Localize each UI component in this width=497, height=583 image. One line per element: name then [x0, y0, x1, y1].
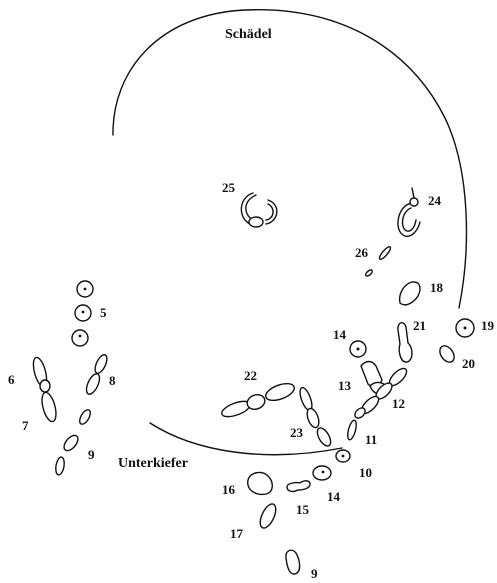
mandible-label: Unterkiefer: [118, 456, 188, 471]
label-24: 24: [428, 193, 442, 208]
label-9-left: 9: [88, 447, 95, 462]
label-10: 10: [359, 465, 372, 480]
object-10-hole: [342, 455, 345, 458]
label-5: 5: [100, 305, 107, 320]
object-9-left-chain: [54, 408, 92, 475]
object-17: [257, 502, 279, 531]
object-6-7-chain: [31, 356, 59, 423]
object-14-upper-hole: [357, 348, 360, 351]
label-18: 18: [430, 280, 444, 295]
object-22-chain: [220, 380, 297, 419]
object-8-chain: [84, 353, 109, 396]
label-8: 8: [109, 373, 116, 388]
object-12-chain: [353, 366, 409, 420]
label-14-lower: 14: [327, 489, 341, 504]
label-25: 25: [222, 180, 236, 195]
object-20: [437, 343, 457, 365]
object-11: [346, 419, 358, 440]
label-23: 23: [290, 425, 304, 440]
object-26: [365, 245, 392, 277]
label-21: 21: [413, 318, 426, 333]
object-15: [287, 481, 310, 492]
label-9-bottom: 9: [311, 566, 318, 578]
object-19-hole: [464, 327, 467, 330]
skull-label: Schädel: [225, 27, 272, 42]
object-23-chain: [298, 386, 334, 448]
label-11: 11: [365, 432, 377, 447]
label-6: 6: [8, 372, 15, 387]
object-9-bottom: [286, 550, 300, 574]
label-17: 17: [230, 526, 244, 541]
label-7: 7: [22, 418, 29, 433]
label-19: 19: [481, 318, 495, 333]
object-24-ring: [398, 188, 420, 236]
label-16: 16: [222, 482, 236, 497]
mandible-outline: [150, 423, 342, 455]
label-15: 15: [296, 502, 310, 517]
label-13: 13: [338, 378, 352, 393]
object-16: [248, 473, 273, 495]
object-18: [400, 282, 420, 305]
skull-outline: [113, 10, 466, 308]
label-22: 22: [244, 368, 257, 383]
label-14-upper: 14: [333, 327, 347, 342]
object-14-lower-hole: [322, 471, 325, 474]
object-25-ring: [241, 193, 277, 227]
object-21: [398, 323, 412, 362]
label-26: 26: [355, 245, 369, 260]
label-12: 12: [392, 396, 405, 411]
object-5-beads: [72, 281, 93, 346]
object-14-lower-bead: [313, 466, 331, 480]
label-20: 20: [462, 356, 475, 371]
